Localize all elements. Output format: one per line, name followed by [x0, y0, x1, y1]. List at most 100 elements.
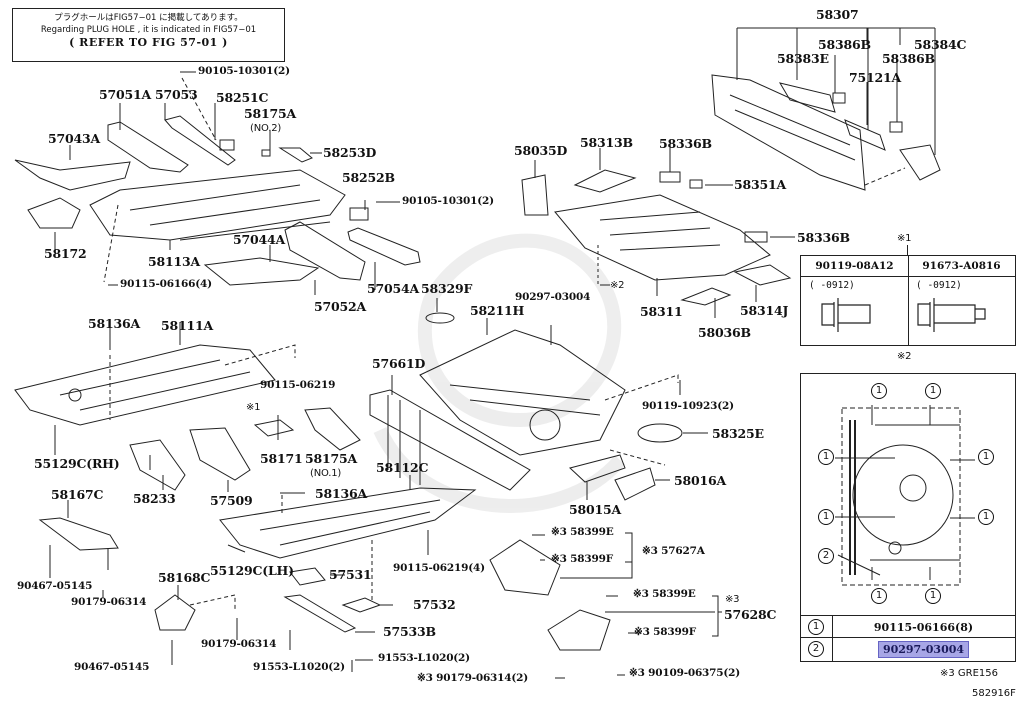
part-label-58307[interactable]: 58307	[816, 7, 859, 22]
detail-drawing	[835, 405, 975, 586]
part-label-58112C[interactable]: 58112C	[376, 460, 429, 475]
part-label-58399F-a[interactable]: ※3 58399F	[551, 553, 613, 565]
part-label-58399E-a[interactable]: ※3 58399E	[551, 526, 614, 538]
bolt-part-number[interactable]: 90119-08A12	[801, 256, 908, 277]
part-label-58136A-bottom[interactable]: 58136A	[315, 486, 367, 501]
part-57627A	[489, 539, 561, 596]
part-57043A	[14, 159, 131, 191]
part-label-57043A[interactable]: 57043A	[48, 131, 100, 146]
part-58313B	[573, 169, 637, 193]
part-label-57627A[interactable]: ※3 57627A	[642, 545, 705, 557]
part-label-90467-05145-a[interactable]: 90467-05145	[17, 580, 93, 592]
part-label-58211H[interactable]: 58211H	[470, 303, 525, 318]
model-applicability-note: ※3 GRE156	[940, 668, 999, 679]
part-label-91553-L1020-a[interactable]: 91553-L1020(2)	[253, 661, 345, 673]
part-label-58313B[interactable]: 58313B	[580, 135, 633, 150]
part-58351A	[689, 179, 703, 189]
part-label-90297-03004[interactable]: 90297-03004	[515, 291, 591, 303]
part-58167C	[38, 517, 119, 551]
part-label-57052A[interactable]: 57052A	[314, 299, 366, 314]
part-58252B	[349, 207, 369, 221]
note-line-en: Regarding PLUG HOLE , it is indicated in…	[40, 25, 257, 35]
part-label-90105-10301-mid[interactable]: 90105-10301(2)	[402, 195, 494, 207]
part-label-58399F-b[interactable]: ※3 58399F	[634, 626, 696, 638]
part-label-57533B[interactable]: 57533B	[383, 624, 436, 639]
callout-circle: 1	[978, 509, 994, 525]
part-label-57053[interactable]: 57053	[155, 87, 198, 102]
part-label-55129C-LH[interactable]: 55129C(LH)	[210, 563, 294, 578]
part-58233	[129, 439, 186, 491]
part-label-90115-06219-4[interactable]: 90115-06219(4)	[393, 562, 485, 574]
part-58211H	[419, 329, 626, 456]
part-label-58384C[interactable]: 58384C	[914, 37, 967, 52]
part-label-57532[interactable]: 57532	[413, 597, 456, 612]
part-label-58113A[interactable]: 58113A	[148, 254, 200, 269]
part-label-58175A-no1-sub: (NO.1)	[310, 468, 342, 479]
part-label-91553-L1020-b[interactable]: 91553-L1020(2)	[378, 652, 470, 664]
part-label-58251C[interactable]: 58251C	[216, 90, 269, 105]
part-label-55129C-RH[interactable]: 55129C(RH)	[34, 456, 120, 471]
part-label-58175A-no1[interactable]: 58175A	[305, 451, 357, 466]
callout-number: 1	[808, 619, 824, 635]
part-58175A-no2	[261, 149, 271, 157]
part-57053	[164, 115, 236, 166]
part-label-58136A-top[interactable]: 58136A	[88, 316, 140, 331]
part-label-75121A[interactable]: 75121A	[849, 70, 901, 85]
part-label-58171[interactable]: 58171	[260, 451, 303, 466]
legend-part-number[interactable]: 90115-06166(8)	[873, 621, 974, 634]
spare-tire-detail-box: 1 90115-06166(8) 2 90297-03004	[800, 373, 1016, 662]
bolt-part-number[interactable]: 91673-A0816	[908, 256, 1015, 277]
part-58036B	[680, 287, 732, 306]
part-label-58168C[interactable]: 58168C	[158, 570, 211, 585]
part-label-58252B[interactable]: 58252B	[342, 170, 395, 185]
part-label-90179-06314-c[interactable]: ※3 90179-06314(2)	[417, 672, 529, 684]
part-58251C	[219, 139, 235, 151]
part-label-58015A[interactable]: 58015A	[569, 502, 621, 517]
part-label-58035D[interactable]: 58035D	[514, 143, 568, 158]
part-label-58329F[interactable]: 58329F	[421, 281, 473, 296]
legend-row: 2 90297-03004	[801, 637, 1015, 662]
part-label-57054A[interactable]: 57054A	[367, 281, 419, 296]
part-label-90179-06314-a[interactable]: 90179-06314	[71, 596, 147, 608]
part-label-58399E-b[interactable]: ※3 58399E	[633, 588, 696, 600]
part-label-57661D[interactable]: 57661D	[372, 356, 426, 371]
legend-part-number-highlighted[interactable]: 90297-03004	[832, 638, 1015, 662]
part-label-57531[interactable]: 57531	[329, 567, 372, 582]
part-label-90115-06166[interactable]: 90115-06166(4)	[120, 278, 212, 290]
part-label-90179-06314-b[interactable]: 90179-06314	[201, 638, 277, 650]
part-label-58111A[interactable]: 58111A	[161, 318, 213, 333]
bolt-table-ref-2: ※2	[897, 351, 912, 362]
part-label-58016A[interactable]: 58016A	[674, 473, 726, 488]
part-label-58172[interactable]: 58172	[44, 246, 87, 261]
part-label-57044A[interactable]: 57044A	[233, 232, 285, 247]
part-label-57509[interactable]: 57509	[210, 493, 253, 508]
part-label-57628C[interactable]: 57628C	[724, 607, 777, 622]
part-58016A	[614, 467, 656, 501]
part-label-58253D[interactable]: 58253D	[323, 145, 377, 160]
part-label-57628C-ref: ※3	[725, 594, 740, 605]
part-label-58336B-top[interactable]: 58336B	[659, 136, 712, 151]
part-58168C	[154, 594, 196, 631]
part-label-58314J[interactable]: 58314J	[740, 303, 789, 318]
part-label-58311[interactable]: 58311	[640, 304, 683, 319]
bolt-column-2: 91673-A0816 ( -0912)	[908, 256, 1015, 345]
part-label-90115-06219[interactable]: 90115-06219	[260, 379, 336, 391]
bolt-variant-table: 90119-08A12 ( -0912) 91673-A0816 ( -0912…	[800, 255, 1016, 346]
part-label-58386B-a[interactable]: 58386B	[818, 37, 871, 52]
plug-hole-note: プラグホールはFIG57−01 に掲載してあります。 Regarding PLU…	[12, 8, 285, 62]
part-label-57051A[interactable]: 57051A	[99, 87, 151, 102]
part-label-58175A-no2[interactable]: 58175A	[244, 106, 296, 121]
part-label-58386B-b[interactable]: 58386B	[882, 51, 935, 66]
part-label-58325E[interactable]: 58325E	[712, 426, 764, 441]
part-label-90467-05145-b[interactable]: 90467-05145	[74, 661, 150, 673]
part-label-90109-06375[interactable]: ※3 90109-06375(2)	[629, 667, 741, 679]
part-label-58336B-right[interactable]: 58336B	[797, 230, 850, 245]
part-label-58383E[interactable]: 58383E	[777, 51, 829, 66]
callout-circle: 1	[925, 588, 941, 604]
part-label-90119-10923[interactable]: 90119-10923(2)	[642, 400, 734, 412]
part-label-58351A[interactable]: 58351A	[734, 177, 786, 192]
part-label-90105-10301-top[interactable]: 90105-10301(2)	[198, 65, 290, 77]
part-label-58233[interactable]: 58233	[133, 491, 176, 506]
part-label-58167C[interactable]: 58167C	[51, 487, 104, 502]
part-label-58036B[interactable]: 58036B	[698, 325, 751, 340]
